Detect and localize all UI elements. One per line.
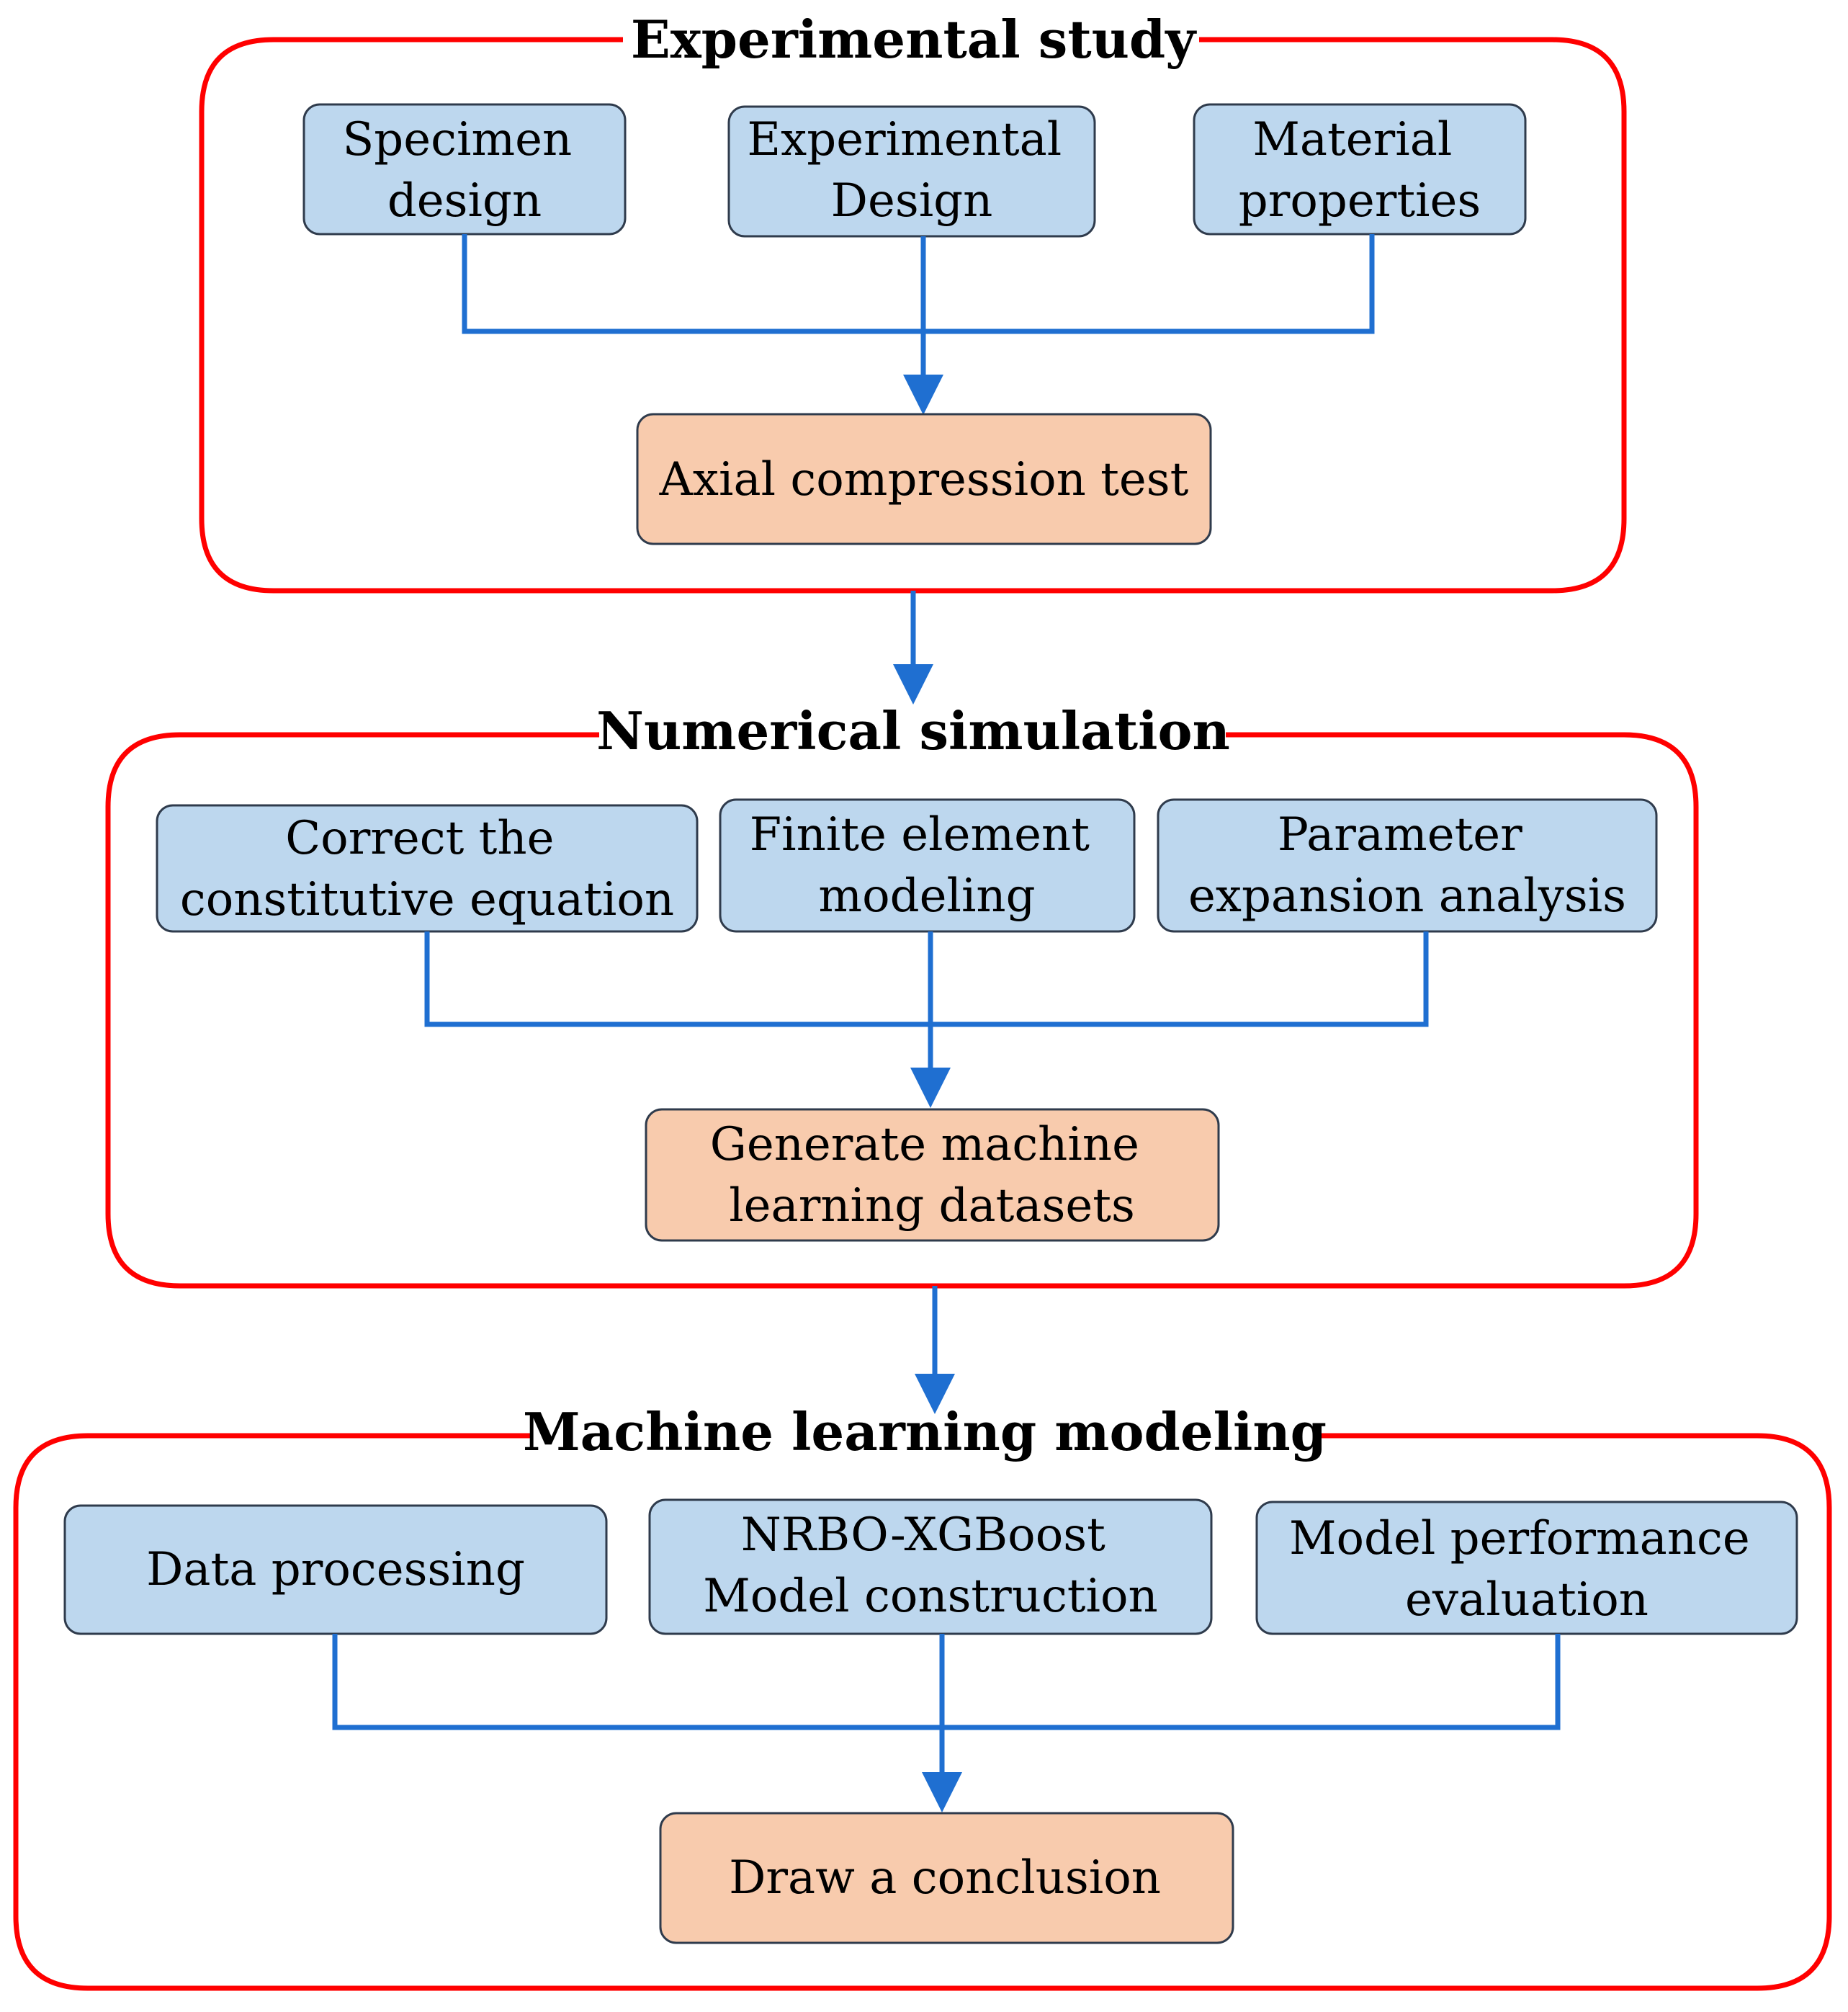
section-numerical-simulation: Numerical simulation Correct the constit… xyxy=(105,700,1699,1289)
output-box-label: Draw a conclusion xyxy=(729,1851,1161,1905)
input-box-label: Material properties xyxy=(1239,113,1481,228)
input-box-label: Parameter expansion analysis xyxy=(1188,808,1626,923)
input-box-label: Model performance evaluation xyxy=(1289,1512,1764,1627)
input-box-model-performance-evaluation xyxy=(1255,1501,1798,1635)
section-frame xyxy=(105,732,1699,1289)
input-box-experimental-design xyxy=(727,105,1096,238)
section-machine-learning-modeling: Machine learning modeling Data processin… xyxy=(13,1401,1832,1991)
section-experimental-study: Experimental study Specimen design Exper… xyxy=(199,9,1627,594)
input-box-nrbo-xgboost-model-construction xyxy=(648,1498,1213,1635)
input-box-label: Correct the constitutive equation xyxy=(180,812,674,926)
input-box-label: Specimen design xyxy=(342,113,586,228)
section-title: Machine learning modeling xyxy=(523,1401,1327,1462)
section-title: Experimental study xyxy=(631,9,1197,70)
section-frame xyxy=(13,1433,1832,1991)
section-title: Numerical simulation xyxy=(596,700,1230,761)
output-box-label: Axial compression test xyxy=(659,453,1189,506)
merge-connector xyxy=(462,234,1375,334)
output-box-axial-compression-test xyxy=(636,413,1212,545)
input-box-label: Finite element modeling xyxy=(750,808,1105,923)
output-box-label: Generate machine learning datasets xyxy=(710,1118,1154,1233)
input-box-label: Data processing xyxy=(146,1543,525,1596)
merge-connector xyxy=(424,931,1429,1027)
output-box-draw-a-conclusion xyxy=(659,1812,1234,1944)
input-box-finite-element-modeling xyxy=(719,798,1136,933)
output-box-generate-ml-datasets xyxy=(645,1108,1220,1242)
input-box-parameter-expansion-analysis xyxy=(1157,798,1658,933)
input-box-label: Experimental Design xyxy=(747,113,1076,228)
merge-connector xyxy=(332,1634,1561,1730)
input-box-material-properties xyxy=(1193,103,1527,236)
input-box-label: NRBO-XGBoost Model construction xyxy=(703,1508,1157,1623)
